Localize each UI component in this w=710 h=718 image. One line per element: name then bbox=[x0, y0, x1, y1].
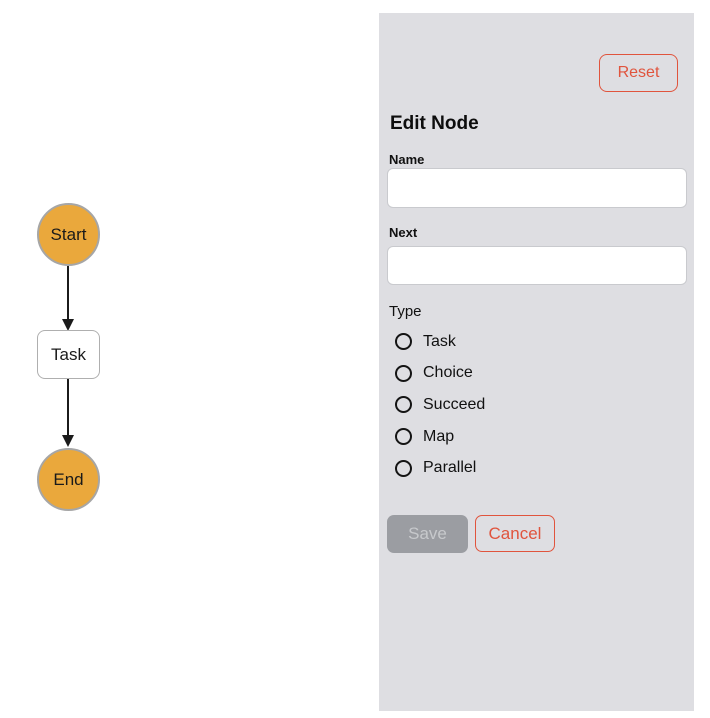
save-button[interactable]: Save bbox=[387, 515, 468, 553]
workflow-canvas: Start Task End bbox=[37, 203, 100, 511]
radio-circle-icon[interactable] bbox=[395, 333, 412, 351]
radio-circle-icon[interactable] bbox=[395, 396, 412, 414]
node-end[interactable]: End bbox=[37, 448, 100, 511]
name-input[interactable] bbox=[387, 168, 687, 208]
name-field-label: Name bbox=[389, 152, 425, 167]
radio-option-task[interactable]: Task bbox=[395, 326, 675, 358]
next-field-label: Next bbox=[389, 225, 418, 240]
next-input[interactable] bbox=[387, 246, 687, 285]
arrowhead-icon bbox=[62, 319, 74, 331]
arrowhead-icon bbox=[62, 435, 74, 447]
radio-option-parallel[interactable]: Parallel bbox=[395, 452, 675, 484]
panel-title: Edit Node bbox=[390, 113, 479, 134]
radio-option-label: Succeed bbox=[423, 395, 486, 413]
type-radio-group: Task Choice Succeed Map Parallel bbox=[395, 326, 675, 484]
reset-button[interactable]: Reset bbox=[599, 54, 678, 92]
radio-circle-icon[interactable] bbox=[395, 364, 412, 382]
radio-option-label: Task bbox=[423, 332, 456, 350]
radio-option-label: Choice bbox=[423, 364, 473, 382]
radio-option-label: Parallel bbox=[423, 459, 477, 477]
node-end-label: End bbox=[53, 469, 84, 489]
node-start[interactable]: Start bbox=[37, 203, 100, 266]
radio-option-label: Map bbox=[423, 427, 455, 445]
edge-start-to-task bbox=[67, 266, 69, 319]
radio-option-map[interactable]: Map bbox=[395, 421, 675, 453]
node-task[interactable]: Task bbox=[37, 330, 100, 379]
edge-task-to-end bbox=[67, 379, 69, 435]
type-group-label: Type bbox=[389, 303, 422, 320]
radio-option-choice[interactable]: Choice bbox=[395, 358, 675, 390]
cancel-button[interactable]: Cancel bbox=[475, 515, 555, 552]
edit-node-panel: Reset Edit Node Name Next Type Task Choi… bbox=[379, 13, 694, 711]
radio-option-succeed[interactable]: Succeed bbox=[395, 389, 675, 421]
radio-circle-icon[interactable] bbox=[395, 428, 412, 446]
node-start-label: Start bbox=[50, 224, 87, 244]
node-task-label: Task bbox=[51, 344, 86, 364]
radio-circle-icon[interactable] bbox=[395, 459, 412, 477]
